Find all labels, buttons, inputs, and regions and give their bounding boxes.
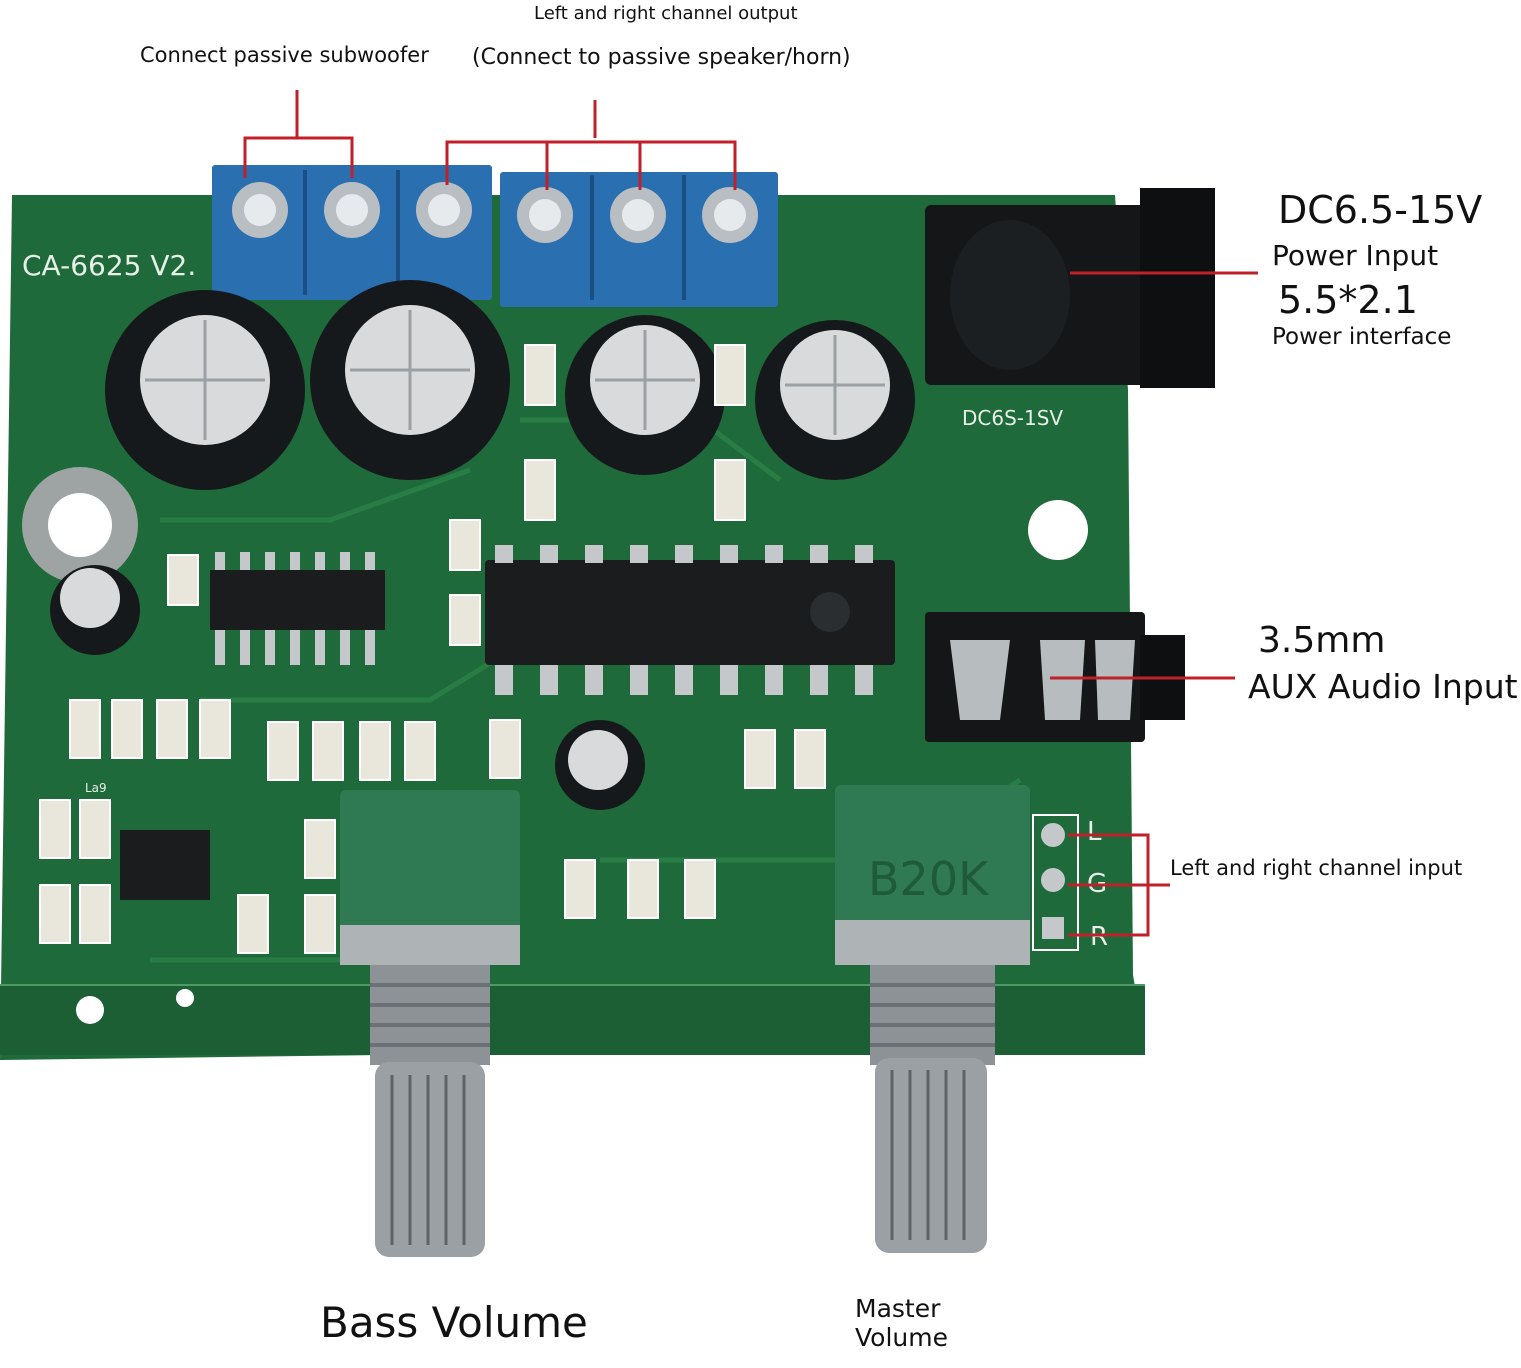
callout-lines [243, 90, 1258, 937]
capacitor-small [50, 565, 140, 655]
board-model-text: CA-6625 V2. [22, 249, 196, 282]
small-hole [76, 996, 104, 1024]
small-hole [176, 989, 194, 1007]
op-amp-chip [120, 830, 210, 900]
capacitor-small [555, 720, 645, 810]
power-input-label: Power Input [1272, 239, 1439, 272]
master-volume-label-line1: Master [855, 1294, 941, 1323]
subwoofer-label: Connect passive subwoofer [140, 43, 429, 67]
bass-potentiometer [340, 790, 520, 1257]
dc-jack-marking-text: DC6S-1SV [962, 406, 1063, 430]
subwoofer-terminal-block [212, 165, 492, 300]
capacitor [755, 320, 915, 480]
chip-marking-text: La9 [85, 781, 107, 795]
pot-marking-text: B20K [868, 852, 990, 906]
dc-power-jack [925, 188, 1215, 388]
bass-volume-label: Bass Volume [320, 1298, 588, 1347]
main-ic-chip [485, 545, 895, 695]
lr-output-subtitle-label: (Connect to passive speaker/horn) [472, 45, 851, 70]
lgr-input-pins [1032, 814, 1079, 951]
smd-components [39, 344, 826, 954]
capacitor [105, 290, 305, 490]
mounting-hole-right [1028, 500, 1088, 560]
power-size-label: 5.5*2.1 [1278, 278, 1418, 322]
dc-voltage-label: DC6.5-15V [1278, 188, 1483, 232]
speaker-terminal-block [500, 172, 778, 307]
secondary-ic-chip [210, 552, 385, 665]
capacitor [565, 315, 725, 475]
mounting-hole-left [22, 467, 138, 583]
power-interface-label: Power interface [1272, 324, 1452, 350]
lr-input-label: Left and right channel input [1170, 856, 1463, 880]
pin-r-text: R [1090, 922, 1108, 952]
master-potentiometer [835, 785, 1030, 1253]
master-volume-label-line2: Volume [855, 1323, 948, 1352]
pin-l-text: L [1087, 817, 1102, 847]
capacitor [310, 280, 510, 480]
aux-input-label: AUX Audio Input [1248, 667, 1518, 706]
lr-output-title-label: Left and right channel output [534, 3, 798, 24]
aux-size-label: 3.5mm [1258, 620, 1386, 661]
